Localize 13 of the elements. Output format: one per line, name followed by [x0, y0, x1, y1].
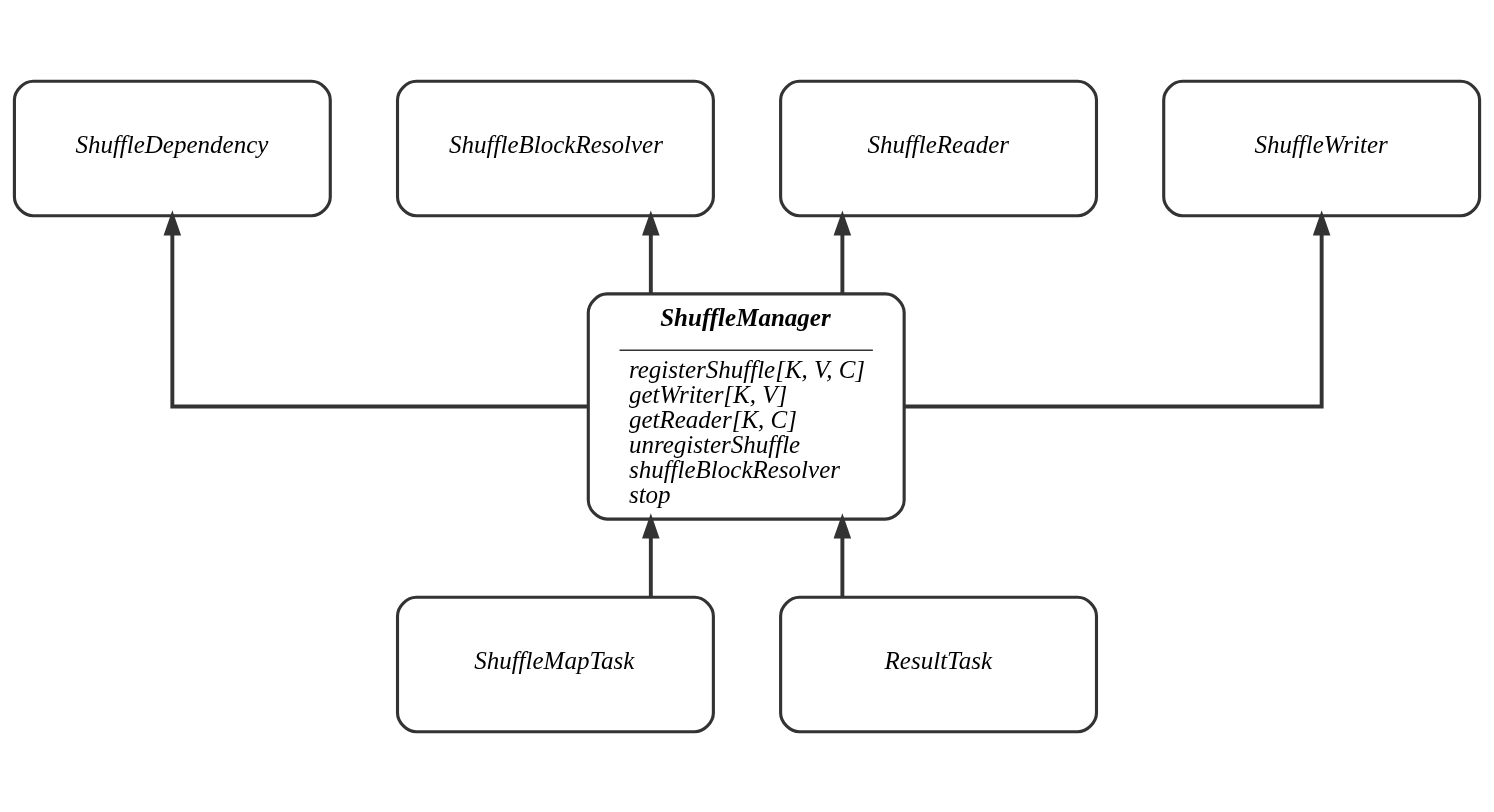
arrow	[642, 209, 660, 293]
node-box: ResultTask	[779, 595, 1099, 733]
arrow	[642, 512, 660, 597]
node-box: ShuffleReader	[779, 79, 1099, 217]
node-box: ShuffleDependency	[12, 79, 332, 217]
arrow	[904, 209, 1331, 408]
arrow	[833, 209, 852, 293]
node-box: ShuffleBlockResolver	[395, 79, 715, 217]
arrow	[163, 209, 588, 408]
node-box: ShuffleMapTask	[395, 595, 715, 733]
node-box: ShuffleManager registerShuffle[K, V, C] getWriter[K, V] getReader[K, C] unregisterShuffle shuffleBlockResolver stop	[586, 291, 906, 521]
arrow	[833, 512, 852, 597]
node-box: ShuffleWriter	[1162, 79, 1482, 217]
